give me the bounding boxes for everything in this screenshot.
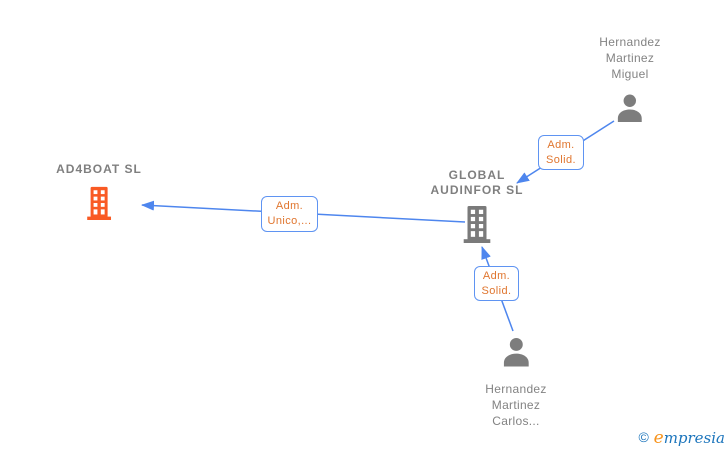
node-label-line: Martinez	[491, 398, 541, 412]
brand-name: empresia	[653, 428, 725, 448]
edge-label-line: Solid.	[546, 153, 576, 166]
node-label-line: Hernandez	[599, 35, 661, 49]
node-label-line: AD4BOAT SL	[56, 162, 142, 176]
node-label-line: AUDINFOR SL	[430, 183, 524, 197]
edge-label-line: Adm.	[275, 200, 304, 212]
node-hernandez-martinez-carlos[interactable]: Hernandez Martinez Carlos...	[485, 337, 546, 429]
edge-label-line: Unico,...	[267, 215, 312, 227]
node-label-line: GLOBAL	[448, 168, 506, 182]
brand-rest: mpresia	[663, 429, 725, 447]
edge-label-adm-unico[interactable]: Adm. Unico,...	[261, 196, 318, 232]
brand-initial: e	[653, 428, 664, 448]
edge-label-adm-solid-top[interactable]: Adm. Solid.	[538, 135, 584, 170]
node-hernandez-martinez-miguel[interactable]: Hernandez Martinez Miguel	[599, 34, 660, 127]
empresia-logo[interactable]: © empresia	[639, 428, 725, 448]
copyright-icon: ©	[638, 429, 649, 445]
building-icon	[461, 205, 494, 248]
node-global-audinfor[interactable]: GLOBAL AUDINFOR SL	[431, 168, 524, 248]
edge-label-line: Adm.	[482, 269, 511, 282]
node-label-line: Hernandez	[485, 382, 547, 396]
node-label-line: Martinez	[605, 51, 655, 65]
edge-label-line: Solid.	[481, 284, 512, 297]
building-icon	[84, 186, 114, 225]
node-label-line: Carlos...	[492, 414, 540, 428]
edge-label-line: Adm.	[547, 138, 575, 151]
edge-label-adm-solid-bottom[interactable]: Adm. Solid.	[474, 266, 519, 301]
node-label-line: Miguel	[611, 67, 649, 81]
person-icon	[502, 337, 530, 372]
person-icon	[617, 94, 644, 127]
node-ad4boat[interactable]: AD4BOAT SL	[56, 162, 142, 225]
